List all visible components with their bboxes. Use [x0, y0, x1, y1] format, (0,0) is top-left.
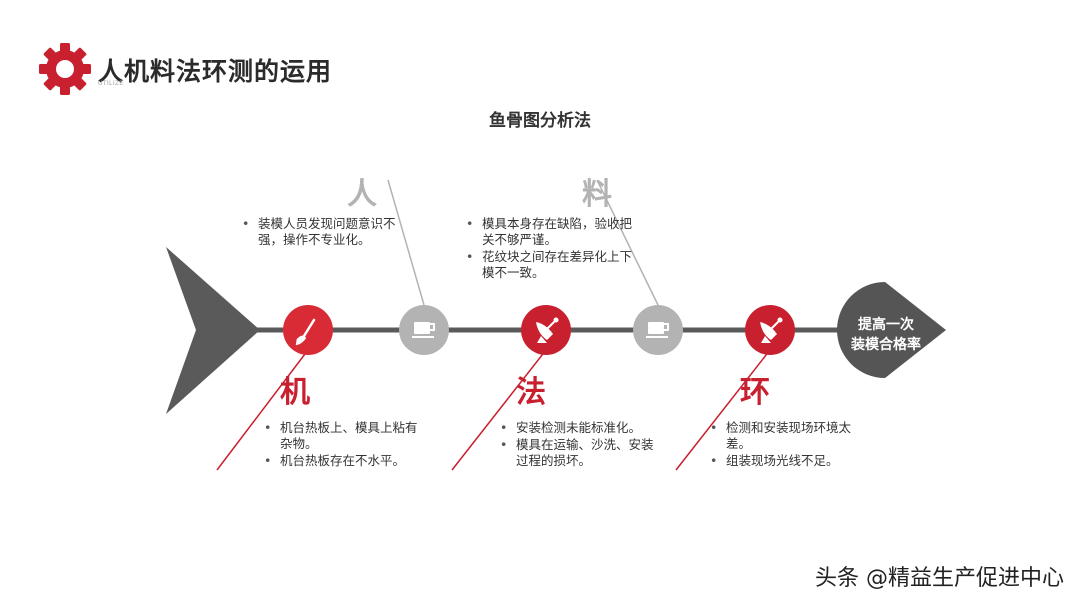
page-title: 人机料法环测的运用 — [98, 57, 333, 86]
header: 人机料法环测的运用 UTILIZE — [38, 42, 358, 98]
satellite-icon — [760, 317, 783, 343]
notes-ji: 机台热板上、模具上粘有杂物。 机台热板存在不水平。 — [260, 420, 420, 470]
notes-fa: 安装检测未能标准化。 模具在运输、沙洗、安装过程的损坏。 — [496, 420, 656, 470]
brush-icon — [295, 318, 316, 346]
node-ji — [283, 305, 333, 355]
note-item: 机台热板存在不水平。 — [260, 453, 420, 469]
note-item: 花纹块之间存在差异化上下模不一致。 — [462, 249, 634, 281]
category-label-liao: 料 — [582, 177, 612, 212]
node-liao — [633, 305, 683, 355]
node-ren — [399, 305, 449, 355]
category-label-ji: 机 — [280, 375, 310, 410]
notes-huan: 检测和安装现场环境太差。 组装现场光线不足。 — [706, 420, 874, 470]
note-item: 装模人员发现问题意识不强，操作不专业化。 — [238, 216, 410, 248]
cup-icon — [412, 322, 435, 338]
bone-fa — [451, 349, 547, 471]
notes-ren: 装模人员发现问题意识不强，操作不专业化。 — [238, 216, 410, 249]
note-item: 机台热板上、模具上粘有杂物。 — [260, 420, 420, 452]
note-item: 组装现场光线不足。 — [706, 453, 874, 469]
result-label: 提高一次 装模合格率 — [836, 315, 936, 355]
bone-ji — [216, 349, 309, 471]
note-item: 模具在运输、沙洗、安装过程的损坏。 — [496, 437, 656, 469]
gear-icon — [39, 43, 91, 95]
satellite-icon — [536, 317, 559, 343]
note-item: 安装检测未能标准化。 — [496, 420, 656, 436]
category-label-ren: 人 — [347, 177, 377, 212]
category-label-huan: 环 — [740, 375, 770, 410]
note-item: 检测和安装现场环境太差。 — [706, 420, 874, 452]
node-huan — [745, 305, 795, 355]
note-item: 模具本身存在缺陷，验收把关不够严谨。 — [462, 216, 634, 248]
page-subtitle: UTILIZE — [98, 81, 124, 87]
cup-icon — [646, 322, 669, 338]
result-line-1: 提高一次 — [858, 317, 914, 333]
fish-head — [837, 282, 946, 378]
node-fa — [521, 305, 571, 355]
category-label-fa: 法 — [516, 375, 546, 410]
watermark: 头条 @精益生产促进中心 — [815, 566, 1064, 591]
notes-liao: 模具本身存在缺陷，验收把关不够严谨。 花纹块之间存在差异化上下模不一致。 — [462, 216, 634, 282]
diagram-title: 鱼骨图分析法 — [489, 111, 591, 131]
bone-huan — [675, 349, 771, 471]
result-line-2: 装模合格率 — [851, 337, 921, 353]
